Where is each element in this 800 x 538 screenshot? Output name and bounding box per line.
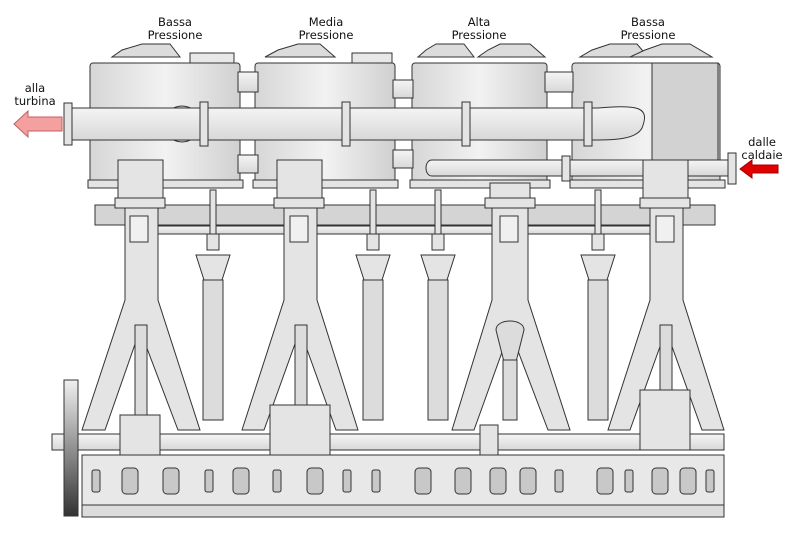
- back-beam: [94, 204, 716, 226]
- column-frame-3: [451, 182, 571, 431]
- outlet-arrow: [13, 109, 63, 139]
- outlet-label: alla turbina: [14, 81, 56, 108]
- crosshead-4: [580, 189, 616, 421]
- flywheel: [63, 379, 79, 517]
- cylinder-label-2: Media Pressione: [298, 15, 354, 42]
- column-frame-4: [607, 159, 725, 431]
- cylinder-label-4: Bassa Pressione: [620, 15, 676, 42]
- column-frame-1: [81, 159, 201, 431]
- crankshaft: [51, 433, 725, 451]
- crosshead-1: [195, 189, 231, 421]
- cylinder-label-1: Bassa Pressione: [147, 15, 203, 42]
- crosshead-2: [355, 189, 391, 421]
- bedplate: [81, 454, 725, 508]
- column-frame-2: [241, 159, 359, 431]
- crosshead-3: [420, 189, 456, 421]
- exhaust-pipe: [67, 106, 646, 141]
- cylinder-label-3: Alta Pressione: [451, 15, 507, 42]
- bedplate-slots: [91, 467, 715, 495]
- inlet-label: dalle caldaie: [741, 135, 783, 162]
- inlet-arrow: [739, 159, 779, 179]
